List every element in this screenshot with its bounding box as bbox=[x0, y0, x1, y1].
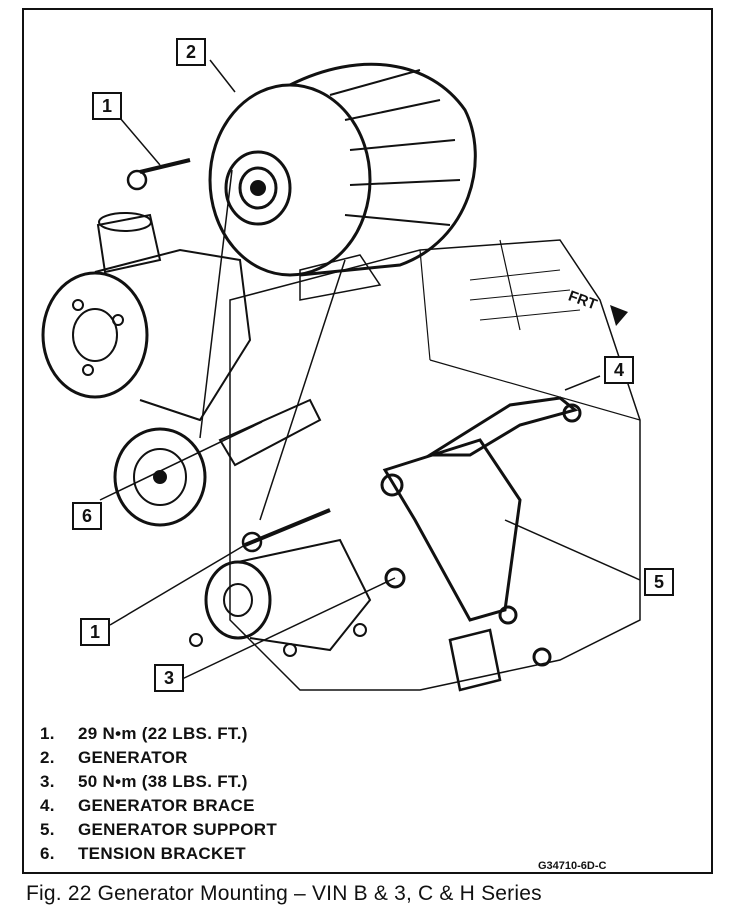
legend-item: 2.GENERATOR bbox=[40, 748, 188, 767]
callout-1-top: 1 bbox=[92, 92, 122, 120]
generator-support bbox=[382, 438, 522, 622]
generator-mounting-illustration bbox=[41, 59, 641, 692]
figure-caption: Fig. 22 Generator Mounting – VIN B & 3, … bbox=[26, 882, 542, 905]
generator-brace bbox=[424, 396, 579, 457]
water-pump-icon bbox=[189, 538, 372, 657]
thermostat-housing bbox=[448, 628, 502, 692]
callout-5: 5 bbox=[644, 568, 674, 596]
crankshaft-pulley-icon bbox=[113, 427, 207, 527]
callout-4: 4 bbox=[604, 356, 634, 384]
drive-belt bbox=[199, 169, 346, 521]
legend-item: 3.50 N•m (38 LBS. FT.) bbox=[40, 772, 248, 791]
legend-item: 4.GENERATOR BRACE bbox=[40, 796, 255, 815]
generator-icon bbox=[208, 62, 477, 301]
bolt-icon bbox=[126, 158, 191, 191]
figure-code: G34710-6D-C bbox=[538, 860, 607, 872]
engine-block bbox=[229, 239, 641, 691]
callout-2: 2 bbox=[176, 38, 206, 66]
tension-bracket bbox=[218, 398, 322, 467]
callout-6: 6 bbox=[72, 502, 102, 530]
front-arrow-icon bbox=[610, 305, 628, 326]
long-bolt-icon bbox=[244, 508, 331, 547]
callout-1-bottom: 1 bbox=[80, 618, 110, 646]
parts-legend: 1.29 N•m (22 LBS. FT.) 2.GENERATOR 3.50 … bbox=[40, 722, 277, 866]
power-steering-pump-icon bbox=[41, 212, 252, 422]
legend-item: 1.29 N•m (22 LBS. FT.) bbox=[40, 724, 248, 743]
legend-item: 5.GENERATOR SUPPORT bbox=[40, 820, 278, 839]
callout-3: 3 bbox=[154, 664, 184, 692]
legend-item: 6.TENSION BRACKET bbox=[40, 844, 246, 863]
